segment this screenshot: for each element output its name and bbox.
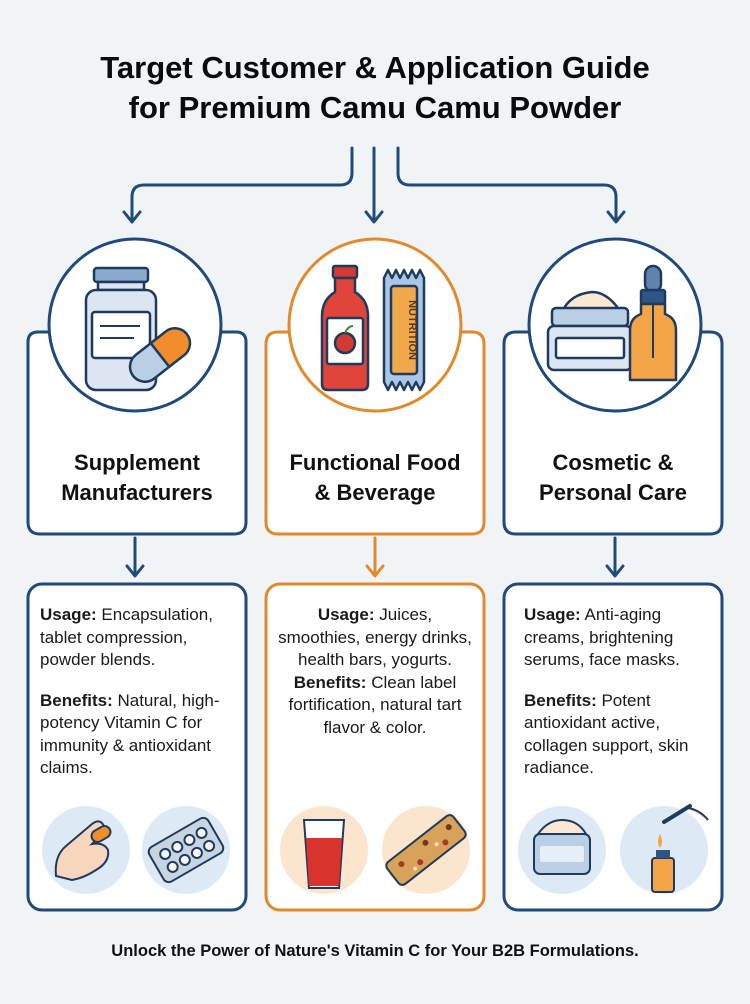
page-title-line-2: for Premium Camu Camu Powder	[128, 90, 622, 125]
page-title-line-1: Target Customer & Application Guide	[100, 50, 650, 85]
description-food: Usage: Juices, smoothies, energy drinks,…	[276, 604, 474, 739]
connector-arrows	[122, 146, 626, 224]
benefits-supplement: Benefits: Natural, high-potency Vitamin …	[40, 690, 220, 778]
granola-bar-icon	[382, 806, 470, 894]
juice-bottle-nutrition-bar-icon	[320, 264, 426, 392]
footer-tagline: Unlock the Power of Nature's Vitamin C f…	[111, 942, 639, 960]
usage-cosmetic: Usage: Anti-aging creams, brightening se…	[524, 605, 680, 669]
dropper-serum-icon	[620, 804, 709, 894]
arrow-to-supplement	[130, 146, 354, 222]
page-title: Target Customer & Application Guide for …	[0, 48, 750, 128]
benefits-cosmetic: Benefits: Potent antioxidant active, col…	[524, 690, 689, 778]
juice-glass-icon	[280, 806, 368, 894]
cream-jar-icon	[518, 806, 606, 894]
down-arrows	[125, 536, 625, 578]
supplement-bottle-capsule-icon	[84, 266, 192, 392]
hand-pill-icon	[42, 806, 130, 894]
description-cosmetic: Usage: Anti-aging creams, brightening se…	[524, 604, 720, 780]
description-supplement: Usage: Encapsulation, tablet compression…	[40, 604, 240, 780]
card-title-cosmetic: Cosmetic & Personal Care	[539, 450, 687, 505]
usage-supplement: Usage: Encapsulation, tablet compression…	[40, 605, 213, 669]
cream-jar-serum-dropper-icon	[546, 264, 678, 382]
arrow-to-cosmetic	[396, 146, 618, 222]
benefits-food: Benefits: Clean label fortification, nat…	[288, 672, 462, 737]
tablet-blister-icon	[142, 806, 230, 894]
usage-food: Usage: Juices, smoothies, energy drinks,…	[278, 605, 472, 669]
card-title-supplement: Supplement Manufacturers	[61, 450, 213, 505]
nutrition-bar-label: NUTRITION	[406, 300, 418, 360]
card-title-food: Functional Food & Beverage	[289, 450, 461, 505]
